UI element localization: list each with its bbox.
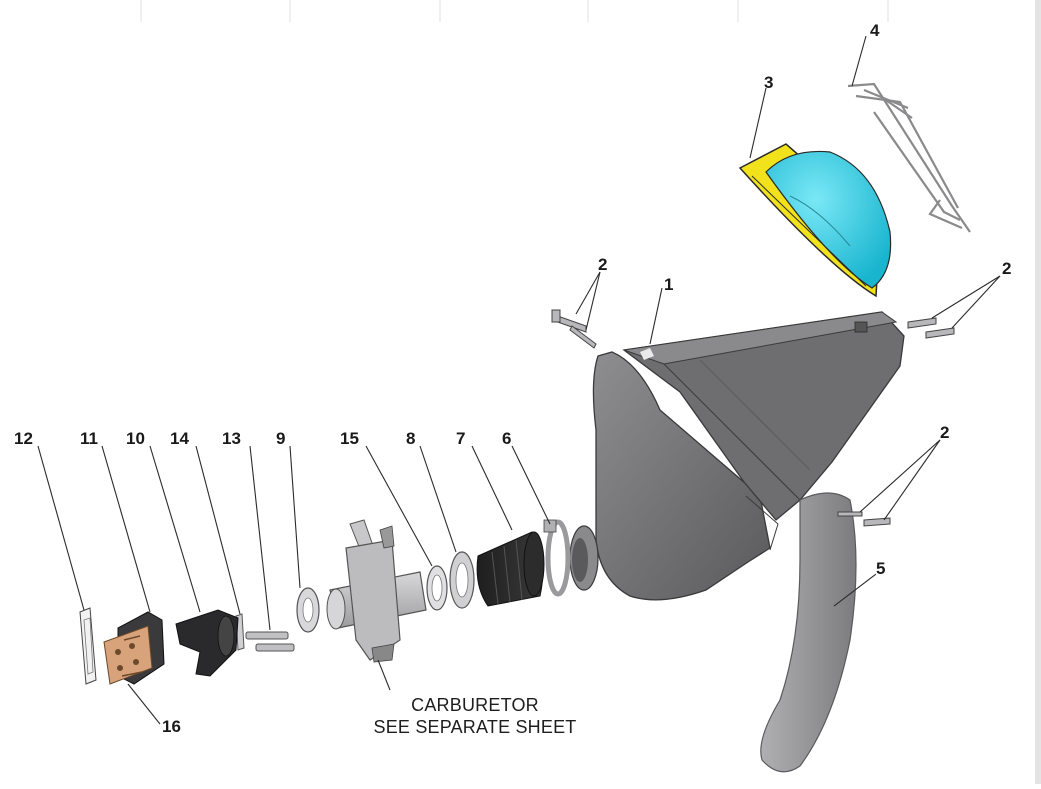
part-carburetor <box>326 519 427 663</box>
carburetor-note-line1: CARBURETOR <box>411 695 539 715</box>
callout-4: 4 <box>870 21 880 40</box>
callout-9: 9 <box>276 429 285 448</box>
carburetor-note: CARBURETOR SEE SEPARATE SHEET <box>350 694 600 738</box>
callout-labels: 1 2 2 2 3 4 5 6 7 8 9 10 11 12 13 14 15 … <box>14 21 1011 736</box>
part-ring-9 <box>296 587 320 633</box>
callout-2-right: 2 <box>1002 259 1011 278</box>
callout-3: 3 <box>764 73 773 92</box>
callout-2-lower: 2 <box>940 423 949 442</box>
callout-12: 12 <box>14 429 33 448</box>
callout-13: 13 <box>222 429 241 448</box>
carburetor-note-line2: SEE SEPARATE SHEET <box>373 717 577 737</box>
callout-11: 11 <box>80 429 98 448</box>
part-intake-manifold <box>175 609 239 677</box>
callout-15: 15 <box>340 429 359 448</box>
part-clamp-6 <box>543 519 571 597</box>
right-edge-border <box>1035 0 1041 784</box>
part-airbox <box>569 311 905 601</box>
part-filter-cage <box>847 82 971 233</box>
part-gasket-12 <box>79 607 97 685</box>
callout-2-left: 2 <box>598 255 607 274</box>
callout-7: 7 <box>456 429 465 448</box>
part-reed-block <box>103 611 165 685</box>
callout-1: 1 <box>664 275 673 294</box>
top-border-ticks <box>140 0 889 22</box>
callout-14: 14 <box>170 429 189 448</box>
part-studs <box>245 631 295 652</box>
callout-5: 5 <box>876 559 885 578</box>
part-air-filter <box>738 143 892 298</box>
callout-6: 6 <box>502 429 511 448</box>
leader-lines <box>37 35 1001 725</box>
part-spacer-rings <box>426 551 475 611</box>
part-bolts <box>551 309 955 527</box>
part-intake-boot <box>476 531 545 607</box>
callout-10: 10 <box>126 429 145 448</box>
callout-8: 8 <box>406 429 415 448</box>
callout-16: 16 <box>162 717 181 736</box>
